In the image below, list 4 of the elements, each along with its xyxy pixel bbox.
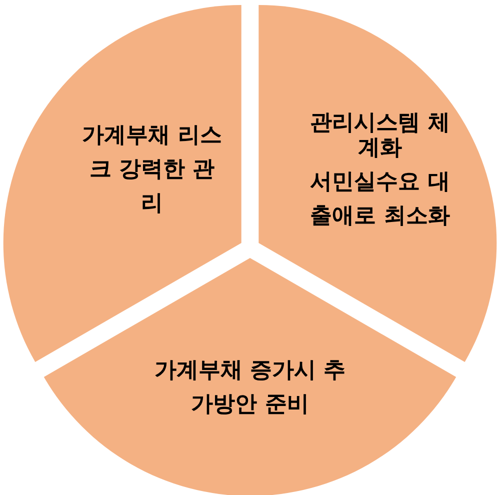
sector-label: 서민실수요 대출애로 최소화 (310, 168, 450, 230)
sector-label: 관리시스템 체계화 (310, 110, 450, 162)
sector-label: 가계부채 리스크 강력한 관리 (82, 122, 222, 218)
sector-label: 가계부채 증가시 추가방안 준비 (153, 356, 347, 419)
